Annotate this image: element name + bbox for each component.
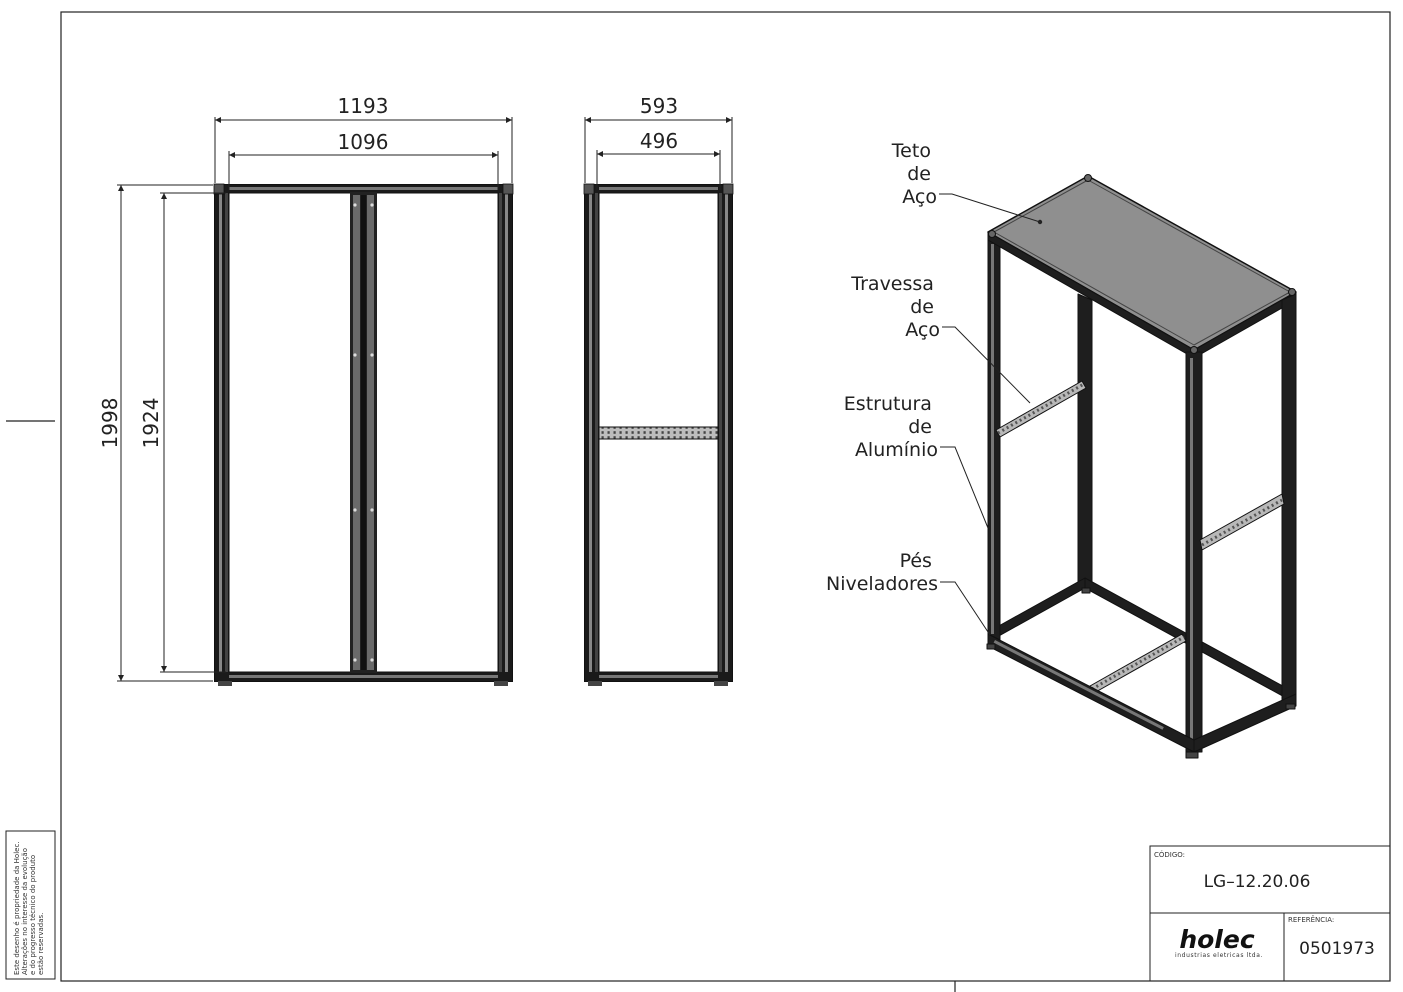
codigo-value: LG–12.20.06 [1204,872,1311,892]
callout-teto: Teto de Aço [891,140,937,208]
side-perforated-rail [598,426,719,440]
side-dimensions [584,117,733,190]
side-note-box [5,830,56,980]
dim-side-inner-width: 496 [640,129,678,153]
referencia-value: 0501973 [1299,939,1375,959]
svg-text:Alterações no interesse da evo: Alterações no interesse da evolução [21,848,29,975]
codigo-label: CÓDIGO: [1154,850,1185,859]
front-foot-right [494,681,508,686]
callout-estrutura: Estrutura de Alumínio [844,393,938,461]
title-block [1149,845,1391,982]
front-view [213,183,514,686]
callout-pes: Pés Niveladores [826,550,938,595]
svg-text:Este desenho é propriedade da: Este desenho é propriedade da Holec. [13,841,21,975]
dim-outer-height: 1998 [98,398,122,449]
svg-text:e do progresso técnico do prod: e do progresso técnico do produto [29,855,37,975]
side-view [583,183,734,686]
dim-inner-height: 1924 [139,398,163,449]
dim-front-outer-width: 1193 [338,94,389,118]
front-dimensions [117,117,513,682]
callout-leaders [939,193,1041,636]
dim-side-outer-width: 593 [640,94,678,118]
holec-logo-subtitle: industrias eletricas ltda. [1175,952,1263,959]
isometric-view [986,174,1297,759]
front-foot-left [218,681,232,686]
referencia-label: REFERÊNCIA: [1288,915,1334,924]
side-note: Este desenho é propriedade da Holec. Alt… [13,841,45,975]
sheet-border [6,11,1391,992]
holec-logo: holec [1179,925,1254,954]
callout-travessa: Travessa de Aço [850,273,940,341]
dim-front-inner-width: 1096 [338,130,389,154]
svg-text:estão reservadas.: estão reservadas. [37,913,45,975]
